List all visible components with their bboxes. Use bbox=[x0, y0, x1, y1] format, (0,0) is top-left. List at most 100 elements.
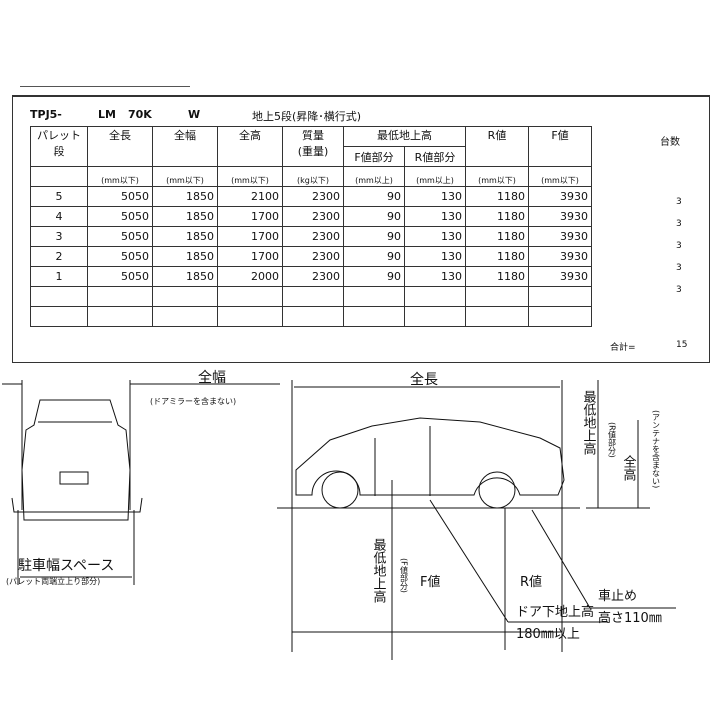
car-dimension-diagram: 全幅 (ドアミラーを含まない) 駐車幅スペース (パレット両端立上り部分) 全長… bbox=[2, 369, 676, 660]
cell-length: 5050 bbox=[87, 226, 153, 247]
spec-table-frame bbox=[12, 95, 710, 363]
cell-r: 1180 bbox=[465, 186, 529, 207]
cell-r_clear: 130 bbox=[404, 226, 466, 247]
label-clearance-r-note: (R値部分) bbox=[608, 422, 617, 458]
unit: (mm以上) bbox=[404, 166, 466, 187]
cell-width: 1850 bbox=[152, 266, 218, 287]
cell-r_clear: 130 bbox=[404, 246, 466, 267]
cell-count: 3 bbox=[676, 263, 682, 273]
cell-mass: 2300 bbox=[282, 206, 344, 227]
cell-r: 1180 bbox=[465, 226, 529, 247]
header-height: 全高 bbox=[217, 126, 283, 167]
car-front-view bbox=[2, 380, 280, 585]
label-length: 全長 bbox=[410, 371, 438, 388]
unit: (mm以下) bbox=[217, 166, 283, 187]
cell-level: 3 bbox=[30, 226, 88, 247]
cell-r: 1180 bbox=[465, 206, 529, 227]
total-label: 合計= bbox=[610, 343, 636, 353]
cell-f_clear: 90 bbox=[343, 246, 405, 267]
header-width: 全幅 bbox=[152, 126, 218, 167]
cell-length: 5050 bbox=[87, 186, 153, 207]
cell-length: 5050 bbox=[87, 246, 153, 267]
label-height-note: (アンテナを含まない) bbox=[652, 410, 661, 488]
cell-f: 3930 bbox=[528, 226, 592, 247]
spec-table: パレット段 全長 全幅 全高 質量(重量) 最低地上高 R値 F値 F値部分 R… bbox=[30, 126, 592, 327]
model: TPJ5- bbox=[30, 108, 62, 121]
cell-r_clear: 130 bbox=[404, 186, 466, 207]
header-r: R値 bbox=[465, 126, 529, 167]
header-weight: (重量) bbox=[297, 145, 329, 158]
type: W bbox=[188, 108, 201, 121]
cell-height: 2000 bbox=[217, 266, 283, 287]
cell-height: 1700 bbox=[217, 246, 283, 267]
header-f-part: F値部分 bbox=[343, 146, 405, 167]
cell-r_clear: 130 bbox=[404, 266, 466, 287]
label-space-note: (パレット両端立上り部分) bbox=[6, 576, 100, 586]
cell-width: 1850 bbox=[152, 186, 218, 207]
car-side-view bbox=[277, 380, 676, 660]
cell-mass: 2300 bbox=[282, 186, 344, 207]
header-f: F値 bbox=[528, 126, 592, 167]
cell-count: 3 bbox=[676, 197, 682, 207]
label-width: 全幅 bbox=[198, 369, 226, 386]
cell-length: 5050 bbox=[87, 266, 153, 287]
label-height: 全高 bbox=[621, 454, 637, 481]
cell-f: 3930 bbox=[528, 206, 592, 227]
header-r-part: R値部分 bbox=[404, 146, 466, 167]
label-clearance-f-note: (F値部分) bbox=[400, 558, 409, 593]
cell-level: 1 bbox=[30, 266, 88, 287]
cell-r: 1180 bbox=[465, 266, 529, 287]
cell-level: 4 bbox=[30, 206, 88, 227]
cell-count: 3 bbox=[676, 241, 682, 251]
cell-height: 1700 bbox=[217, 226, 283, 247]
cell-width: 1850 bbox=[152, 226, 218, 247]
cell-height: 1700 bbox=[217, 206, 283, 227]
label-clearance-f: 最低地上高 bbox=[371, 538, 387, 603]
cell-width: 1850 bbox=[152, 246, 218, 267]
label-stopper-height: 高さ110㎜ bbox=[598, 610, 662, 626]
description: 地上5段(昇降･横行式) bbox=[252, 110, 362, 123]
cell-level: 2 bbox=[30, 246, 88, 267]
cell-count: 3 bbox=[676, 219, 682, 229]
cell-level: 5 bbox=[30, 186, 88, 207]
unit: (mm以下) bbox=[528, 166, 592, 187]
unit: (mm以上) bbox=[343, 166, 405, 187]
cell-count: 3 bbox=[676, 285, 682, 295]
cell-f: 3930 bbox=[528, 186, 592, 207]
cell-f_clear: 90 bbox=[343, 226, 405, 247]
unit: (kg以下) bbox=[282, 166, 344, 187]
empty-row bbox=[30, 286, 592, 307]
cell-f_clear: 90 bbox=[343, 266, 405, 287]
capacity: 70K bbox=[128, 108, 152, 121]
label-r: R値 bbox=[520, 574, 542, 590]
label-door-height: 180㎜以上 bbox=[516, 627, 580, 642]
label-stopper: 車止め bbox=[598, 589, 637, 604]
cell-r: 1180 bbox=[465, 246, 529, 267]
cell-r_clear: 130 bbox=[404, 206, 466, 227]
cell-f: 3930 bbox=[528, 246, 592, 267]
label-door: ドア下地上高 bbox=[516, 604, 594, 620]
header-clearance: 最低地上高 bbox=[343, 126, 466, 147]
cell-f_clear: 90 bbox=[343, 206, 405, 227]
label-width-note: (ドアミラーを含まない) bbox=[150, 396, 236, 406]
total-value: 15 bbox=[676, 340, 688, 350]
empty-row bbox=[30, 306, 592, 327]
unit: (mm以下) bbox=[152, 166, 218, 187]
cell-width: 1850 bbox=[152, 206, 218, 227]
divider bbox=[20, 86, 190, 87]
unit: (mm以下) bbox=[87, 166, 153, 187]
cell-f: 3930 bbox=[528, 266, 592, 287]
code: LM bbox=[98, 108, 116, 121]
cell-height: 2100 bbox=[217, 186, 283, 207]
header-level: 段 bbox=[53, 145, 65, 158]
header-count: 台数 bbox=[660, 137, 680, 148]
cell-f_clear: 90 bbox=[343, 186, 405, 207]
header-length: 全長 bbox=[87, 126, 153, 167]
header-mass: 質量 bbox=[302, 129, 324, 142]
